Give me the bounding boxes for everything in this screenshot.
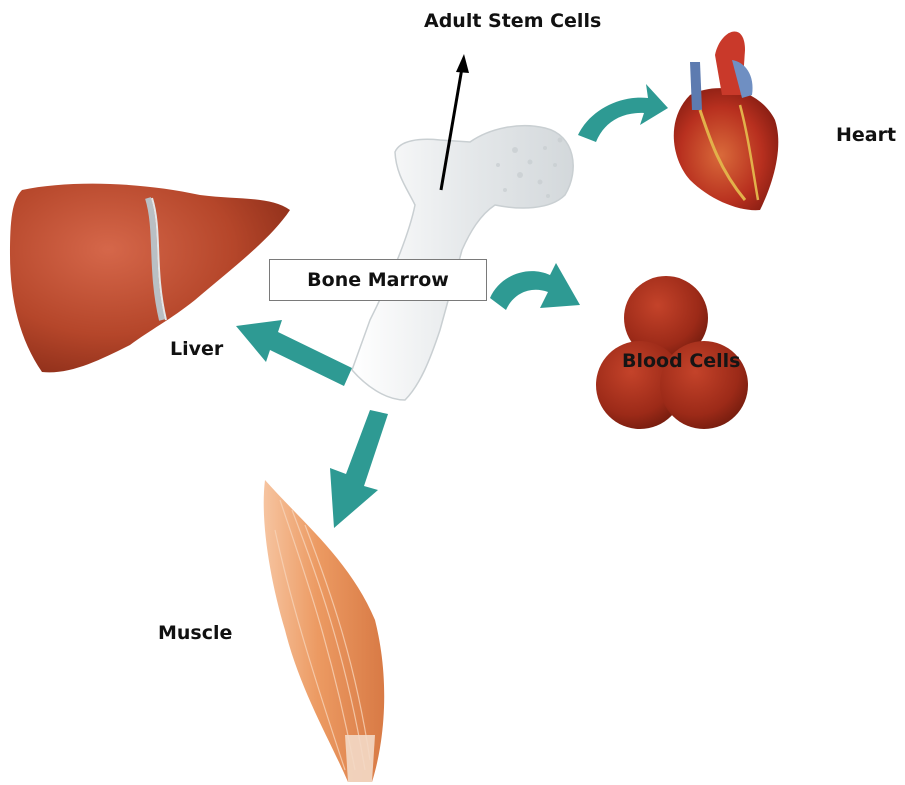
muscle-illustration: [264, 480, 385, 782]
bone-marrow-label: Bone Marrow: [307, 269, 449, 291]
bone-marrow-box: Bone Marrow: [269, 259, 487, 301]
arrow-to-liver: [236, 320, 352, 386]
arrow-to-muscle: [330, 410, 388, 528]
heart-illustration: [674, 31, 779, 210]
arrow-to-blood-cells: [490, 263, 580, 310]
muscle-label: Muscle: [158, 622, 232, 644]
adult-stem-cells-label: Adult Stem Cells: [424, 10, 601, 32]
arrow-to-heart: [578, 84, 668, 142]
heart-label: Heart: [836, 124, 896, 146]
blood-cells-label: Blood Cells: [622, 350, 740, 372]
liver-illustration: [10, 184, 290, 373]
liver-label: Liver: [170, 338, 223, 360]
